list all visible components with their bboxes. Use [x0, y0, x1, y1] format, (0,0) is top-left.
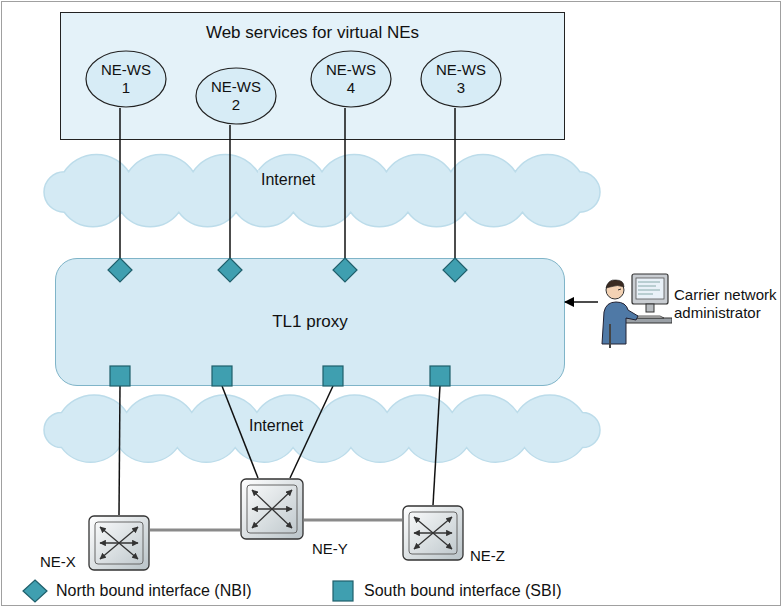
- link-line: [119, 108, 121, 258]
- node-label: Carrier network administrator: [674, 286, 778, 322]
- link-line: [222, 386, 258, 478]
- internet-cloud-shape: [42, 146, 602, 238]
- link-line: [344, 108, 346, 258]
- node-label: NE-WS 4: [323, 61, 379, 97]
- network-element: NE-Y: [240, 478, 304, 540]
- link-line: [150, 529, 240, 532]
- sbi-square: [110, 366, 130, 386]
- sbi-square: [212, 366, 232, 386]
- network-element-shape: [88, 515, 150, 571]
- nbi-diamond: [108, 258, 132, 282]
- element-label: NE-Y: [312, 540, 348, 558]
- legend-symbol: [22, 579, 48, 603]
- legend-label: South bound interface (SBI): [364, 581, 561, 600]
- administrator-icon: [598, 268, 672, 350]
- network-element: NE-X: [88, 515, 150, 571]
- link-line: [454, 108, 456, 258]
- control-arrow: [565, 301, 598, 303]
- element-label: NE-Z: [470, 547, 505, 565]
- nbi-diamond: [218, 258, 242, 282]
- node-label: TL1 proxy: [272, 312, 348, 332]
- internet-cloud: Internet: [42, 146, 602, 238]
- node-label: NE-WS 3: [433, 61, 489, 97]
- legend-entry: North bound interface (NBI): [22, 579, 252, 603]
- link-line: [290, 386, 333, 478]
- node-label: Internet: [246, 416, 306, 435]
- administrator: Carrier network administrator: [598, 268, 780, 352]
- node-label: Internet: [258, 170, 318, 189]
- sbi-square: [323, 366, 343, 386]
- nbi-diamond: [443, 258, 467, 282]
- link-line: [304, 519, 402, 522]
- link-line: [119, 386, 120, 515]
- service-box: Web services for virtual NEsNE-WS 1 NE-WS…: [60, 12, 565, 140]
- web-service-ellipse: NE-WS 4: [310, 50, 392, 108]
- sbi-square: [430, 366, 450, 386]
- legend-label: North bound interface (NBI): [56, 581, 252, 600]
- web-service-ellipse: NE-WS 3: [420, 50, 502, 108]
- node-label: NE-WS 2: [208, 78, 264, 114]
- internet-cloud-shape: [42, 390, 602, 470]
- node-label: NE-WS 1: [98, 61, 154, 97]
- node-label: Web services for virtual NEs: [206, 23, 419, 43]
- legend-entry: South bound interface (SBI): [330, 579, 561, 603]
- internet-cloud: Internet: [42, 390, 602, 470]
- web-service-ellipse: NE-WS 2: [195, 67, 277, 125]
- network-element-shape: [240, 478, 304, 540]
- element-label: NE-X: [40, 553, 76, 571]
- legend-symbol: [330, 579, 356, 603]
- nbi-diamond: [333, 258, 357, 282]
- proxy-band: TL1 proxy: [55, 258, 565, 386]
- link-line: [433, 386, 440, 505]
- network-element: NE-Z: [402, 505, 464, 561]
- link-line: [229, 125, 231, 258]
- web-service-ellipse: NE-WS 1: [85, 50, 167, 108]
- network-element-shape: [402, 505, 464, 561]
